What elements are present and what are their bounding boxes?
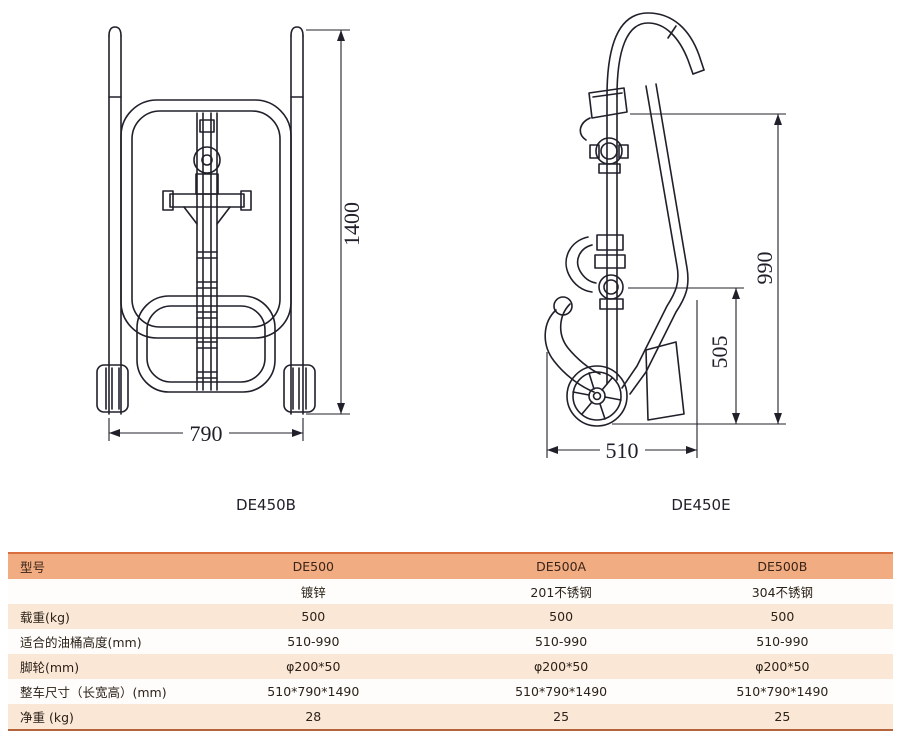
front-view-drawing [96,26,316,415]
row-label: 净重 (kg) [20,710,74,725]
front-view-label: DE450B [236,496,296,514]
header-model: 型号 [8,553,177,579]
cell-value: 201不锈钢 [530,585,592,600]
row-label [8,579,176,604]
cell-value: 28 [305,709,322,724]
dim-label-1400: 1400 [339,202,364,246]
table-row-net-weight: 净重 (kg) 28 25 25 [8,704,893,730]
cell-value: 510-990 [534,634,588,649]
side-wheel [566,365,628,427]
technical-drawing: 1400 790 [96,12,786,514]
table-row-material: 镀锌 201不锈钢 304不锈钢 [8,579,893,604]
drum-clamp-mechanism-front [162,119,252,225]
front-right-wheel [283,364,316,413]
row-label: 整车尺寸（长宽高）(mm) [20,685,167,700]
cell-value: φ200*50 [286,659,341,674]
side-view-label: DE450E [671,496,730,514]
table-row-overall-size: 整车尺寸（长宽高）(mm) 510*790*1490 510*790*1490 … [8,679,893,704]
cell-value: 500 [549,609,574,624]
spec-sheet-page: { "drawing": { "front_view": { "label": … [8,12,893,731]
cell-value: 510-990 [756,634,809,649]
lower-clamp-side [565,234,626,310]
spec-table-container: 型号 DE500 DE500A DE500B 镀锌 201不锈钢 304不锈钢 … [8,552,893,731]
dim-label-510: 510 [606,438,639,463]
spec-table: 型号 DE500 DE500A DE500B 镀锌 201不锈钢 304不锈钢 … [8,552,893,731]
cell-value: φ200*50 [755,659,810,674]
dim-label-505: 505 [707,336,732,369]
header-de500: DE500 [176,553,451,579]
cell-value: 25 [553,709,570,724]
cell-value: 510-990 [287,634,340,649]
row-label: 载重(kg) [20,610,70,625]
dim-label-990: 990 [752,252,777,285]
cell-value: 510*790*1490 [736,684,829,699]
cell-value: φ200*50 [533,659,589,674]
cell-value: 510*790*1490 [267,684,360,699]
kick-lever [544,296,601,393]
cell-value: 304不锈钢 [751,585,814,600]
spec-table-header-row: 型号 DE500 DE500A DE500B [8,553,893,579]
header-de500b: DE500B [671,553,893,579]
cell-value: 500 [301,609,326,624]
cell-value: 500 [770,609,795,624]
table-row-caster: 脚轮(mm) φ200*50 φ200*50 φ200*50 [8,654,893,679]
cell-value: 510*790*1490 [515,684,608,699]
side-view-drawing [544,12,705,427]
front-view-dimensions: 1400 790 [108,29,364,446]
row-label: 适合的油桶高度(mm) [20,635,142,650]
header-de500a: DE500A [450,553,672,579]
cell-value: 镀锌 [300,585,326,600]
cell-value: 25 [774,709,791,724]
front-left-wheel [96,364,129,413]
dim-label-790: 790 [190,421,223,446]
row-label: 脚轮(mm) [20,660,80,675]
table-row-load: 载重(kg) 500 500 500 [8,604,893,629]
upper-clamp-side [579,87,629,174]
table-row-drum-height: 适合的油桶高度(mm) 510-990 510-990 510-990 [8,629,893,654]
side-view-dimensions: 990 505 510 [546,113,786,463]
